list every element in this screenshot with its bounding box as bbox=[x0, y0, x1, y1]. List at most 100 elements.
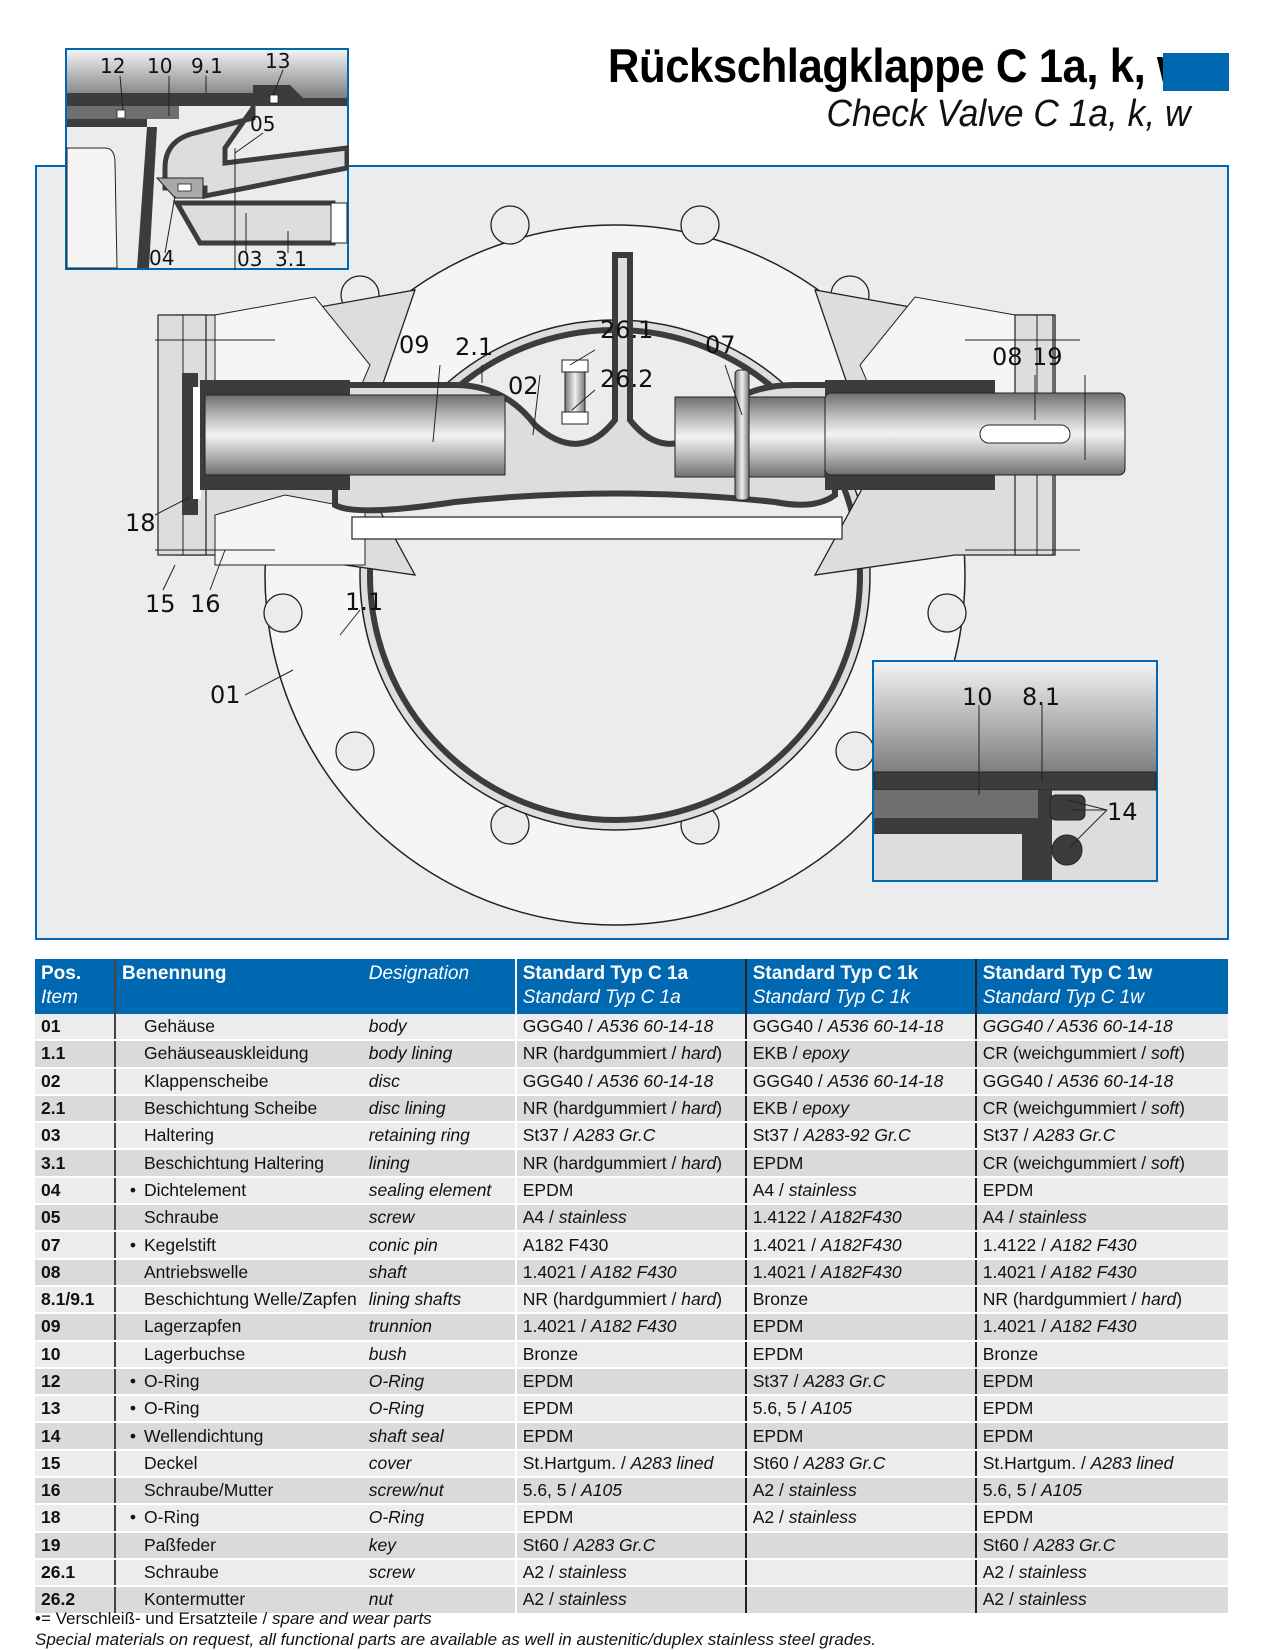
benennung-text: Gehäuseauskleidung bbox=[144, 1043, 309, 1064]
material-german: EPDM bbox=[982, 1507, 1034, 1528]
cell-c1a: EPDM bbox=[514, 1422, 746, 1451]
material-german: GGG40 / bbox=[982, 1070, 1058, 1091]
benennung-text: O-Ring bbox=[144, 1371, 200, 1391]
cell-benennung: Haltering bbox=[115, 1122, 363, 1151]
material-english: A105 bbox=[811, 1398, 852, 1419]
material-german: A2 / bbox=[752, 1507, 789, 1528]
cell-designation: O-Ring bbox=[362, 1395, 517, 1424]
material-german: GGG40 / bbox=[522, 1070, 598, 1091]
material-german: NR (hardgummiert / bbox=[522, 1152, 682, 1173]
cell-c1a: 1.4021 / A182 F430 bbox=[514, 1258, 746, 1287]
material-german: EKB / bbox=[752, 1043, 803, 1064]
page-subtitle: Check Valve C 1a, k, w bbox=[825, 93, 1190, 135]
cell-c1w: A2 / stainless bbox=[974, 1586, 1228, 1615]
material-german: EKB / bbox=[752, 1098, 803, 1119]
cell-c1k bbox=[744, 1586, 976, 1615]
cell-designation: disc bbox=[362, 1067, 517, 1096]
material-english: stainless bbox=[788, 1507, 857, 1528]
benennung-text: O-Ring bbox=[144, 1398, 200, 1419]
parts-table: Pos. Item Benennung Designation Standard… bbox=[35, 959, 1228, 1615]
cell-c1k bbox=[744, 1558, 976, 1588]
material-english: stainless bbox=[558, 1562, 627, 1583]
cell-benennung: Kontermutter bbox=[115, 1586, 363, 1615]
benennung-text: Wellendichtung bbox=[144, 1425, 264, 1446]
material-german: EPDM bbox=[752, 1316, 804, 1337]
material-english: A536 60-14-18 bbox=[1057, 1070, 1174, 1091]
material-german: EPDM bbox=[752, 1343, 804, 1364]
cell-c1k: 1.4021 / A182F430 bbox=[744, 1231, 976, 1260]
main-callout-labels: 09 2.1 02 26.1 26.2 07 08 19 18 15 16 1.… bbox=[125, 316, 1063, 709]
material-english: A536 60-14-18 bbox=[827, 1016, 944, 1037]
material-german: EPDM bbox=[522, 1425, 574, 1446]
benennung-text: Kontermutter bbox=[144, 1589, 246, 1610]
cell-c1w: A2 / stainless bbox=[974, 1558, 1228, 1588]
material-english: A283 Gr.C bbox=[573, 1534, 656, 1555]
cell-c1w: A4 / stainless bbox=[974, 1204, 1228, 1233]
material-english: epoxy bbox=[802, 1043, 850, 1064]
cell-designation: body bbox=[362, 1014, 517, 1042]
cell-pos: 3.1 bbox=[35, 1149, 116, 1178]
cell-c1w: CR (weichgummiert / soft) bbox=[974, 1149, 1228, 1178]
material-english: hard bbox=[681, 1043, 717, 1064]
callout-01: 01 bbox=[210, 681, 241, 709]
benennung-text: Lagerzapfen bbox=[144, 1316, 242, 1337]
callout-18: 18 bbox=[125, 509, 156, 537]
cell-pos: 07 bbox=[35, 1231, 116, 1260]
callout-2-1: 2.1 bbox=[455, 333, 493, 361]
spare-part-bullet: • bbox=[129, 1179, 137, 1200]
cell-c1w: St60 / A283 Gr.C bbox=[974, 1531, 1228, 1560]
material-german: Bronze bbox=[982, 1343, 1039, 1364]
cell-c1a: GGG40 / A536 60-14-18 bbox=[514, 1067, 746, 1096]
cell-designation: cover bbox=[362, 1449, 517, 1479]
cell-pos: 09 bbox=[35, 1313, 116, 1342]
callout-15: 15 bbox=[145, 590, 176, 618]
cell-benennung: Beschichtung Welle/Zapfen bbox=[115, 1285, 363, 1315]
material-german: EPDM bbox=[982, 1179, 1034, 1200]
material-german: CR (weichgummiert / bbox=[982, 1152, 1151, 1173]
material-german: A4 / bbox=[522, 1207, 559, 1228]
cell-benennung: •Wellendichtung bbox=[115, 1422, 363, 1451]
cell-pos: 14 bbox=[35, 1422, 116, 1451]
material-german: 5.6, 5 / bbox=[752, 1398, 812, 1419]
cell-benennung: Schraube/Mutter bbox=[115, 1477, 363, 1506]
material-german: St37 / bbox=[752, 1371, 804, 1391]
material-german: A2 / bbox=[982, 1562, 1019, 1583]
cell-pos: 02 bbox=[35, 1067, 116, 1096]
material-german: A182 F430 bbox=[522, 1234, 609, 1255]
col-header-c1k: Standard Typ C 1k Standard Typ C 1k bbox=[744, 959, 976, 1014]
cell-c1k: GGG40 / A536 60-14-18 bbox=[744, 1067, 976, 1096]
cell-c1w: St37 / A283 Gr.C bbox=[974, 1122, 1228, 1151]
material-german: EPDM bbox=[982, 1371, 1034, 1391]
inset-callout-12: 12 bbox=[100, 54, 125, 78]
inset-callout-05: 05 bbox=[250, 112, 275, 136]
cell-c1w: GGG40 / A536 60-14-18 bbox=[974, 1014, 1228, 1042]
benennung-text: Gehäuse bbox=[144, 1016, 216, 1037]
material-german: NR (hardgummiert / bbox=[522, 1289, 682, 1310]
table-header-row: Pos. Item Benennung Designation Standard… bbox=[35, 959, 1228, 1014]
cell-benennung: Schraube bbox=[115, 1204, 363, 1233]
cell-pos: 04 bbox=[35, 1176, 116, 1206]
cell-c1w: St.Hartgum. / A283 lined bbox=[974, 1449, 1228, 1479]
cell-benennung: Gehäuse bbox=[115, 1014, 363, 1042]
material-english: A182 F430 bbox=[1050, 1316, 1137, 1337]
benennung-text: Schraube/Mutter bbox=[144, 1480, 274, 1501]
cell-c1a: EPDM bbox=[514, 1504, 746, 1533]
benennung-text: Deckel bbox=[144, 1452, 198, 1473]
benennung-text: Lagerbuchse bbox=[144, 1343, 246, 1364]
material-german: 1.4021 / bbox=[752, 1234, 821, 1255]
material-german: 1.4021 / bbox=[982, 1316, 1051, 1337]
cell-designation: bush bbox=[362, 1340, 517, 1369]
valve-cross-section-diagram: 09 2.1 02 26.1 26.2 07 08 19 18 15 16 1.… bbox=[35, 48, 1229, 940]
cell-c1a: St.Hartgum. / A283 lined bbox=[514, 1449, 746, 1479]
material-english: A536 60-14-18 bbox=[597, 1070, 714, 1091]
key-slot bbox=[979, 424, 1071, 444]
